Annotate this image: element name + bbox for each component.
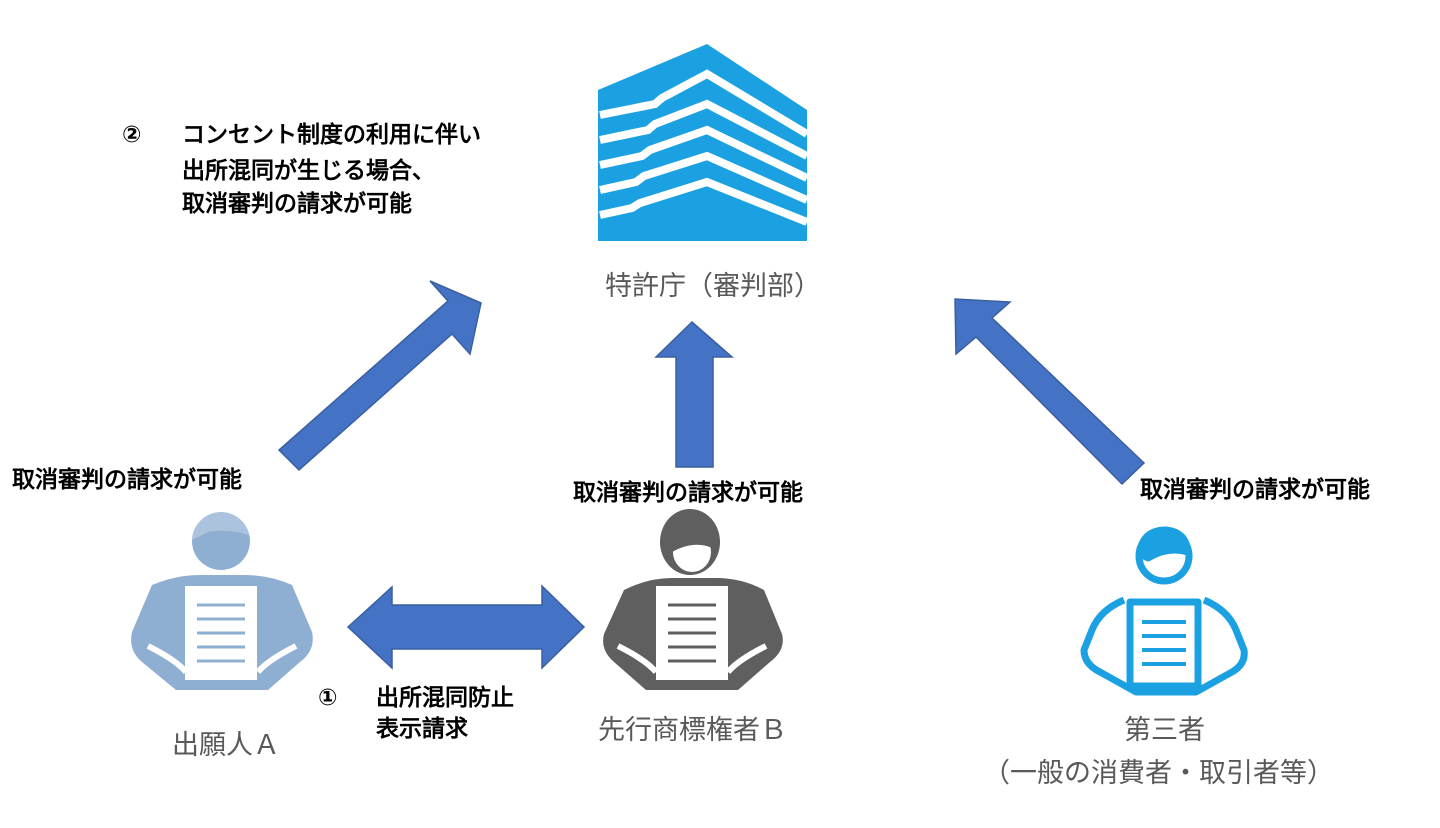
third-party-person-icon — [1080, 526, 1248, 696]
request-label-right: 取消審判の請求が可能 — [1140, 477, 1370, 503]
arrow-applicant-to-jpo — [277, 280, 482, 472]
third-party-sub-label: （一般の消費者・取引者等） — [983, 758, 1334, 789]
applicant-label: 出願人Ａ — [172, 730, 280, 761]
note2-line-3: 取消審判の請求が可能 — [182, 191, 412, 217]
third-party-label: 第三者 — [1124, 715, 1205, 746]
building-icon — [598, 44, 810, 241]
note2-line-1: コンセント制度の利用に伴い — [182, 122, 481, 148]
applicant-person-icon — [131, 509, 313, 690]
jpo-label: 特許庁（審判部） — [605, 271, 821, 302]
note1-number: ① — [318, 685, 338, 711]
double-arrow-applicant-holder — [346, 584, 586, 670]
prior-holder-label: 先行商標権者Ｂ — [598, 715, 787, 746]
note1-line-2: 表示請求 — [376, 716, 468, 742]
note2-number: ② — [122, 122, 142, 148]
request-label-left: 取消審判の請求が可能 — [12, 467, 242, 493]
arrow-thirdparty-to-jpo — [954, 298, 1146, 486]
prior-holder-person-icon — [603, 509, 783, 690]
note1-line-1: 出所混同防止 — [376, 685, 514, 711]
request-label-center: 取消審判の請求が可能 — [573, 480, 803, 506]
arrow-holder-to-jpo — [654, 320, 734, 468]
note2-line-2: 出所混同が生じる場合、 — [182, 158, 435, 184]
